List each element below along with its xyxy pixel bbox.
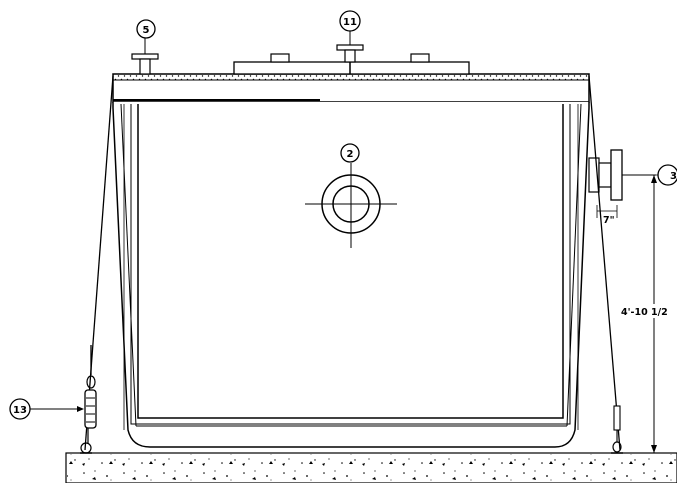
vent-pipe	[131, 38, 159, 75]
height-dimension: 4'-10 1/2	[618, 174, 677, 454]
turnbuckle-right	[611, 405, 623, 454]
callout-5: 5	[136, 19, 156, 39]
tank-body	[112, 102, 590, 448]
callout-13: 13	[9, 398, 84, 420]
concrete-pad	[65, 452, 677, 483]
callout-13-label: 13	[13, 405, 27, 416]
callout-3: 3	[657, 164, 677, 186]
nozzle-offset-label: 7"	[603, 215, 615, 226]
callout-3-label: 3	[670, 171, 677, 182]
callout-5-label: 5	[143, 25, 150, 36]
turnbuckle-left	[80, 345, 97, 454]
manway-fitting	[336, 31, 364, 74]
callout-2: 2	[340, 143, 360, 163]
pipe-opening	[305, 163, 397, 248]
callout-11-label: 11	[343, 17, 357, 28]
height-dimension-label: 4'-10 1/2	[621, 307, 668, 318]
tank-top-slab	[112, 73, 590, 103]
callout-2-label: 2	[347, 149, 354, 160]
manway-collar	[233, 53, 470, 75]
side-nozzle	[588, 149, 656, 218]
callout-11: 11	[339, 10, 361, 32]
